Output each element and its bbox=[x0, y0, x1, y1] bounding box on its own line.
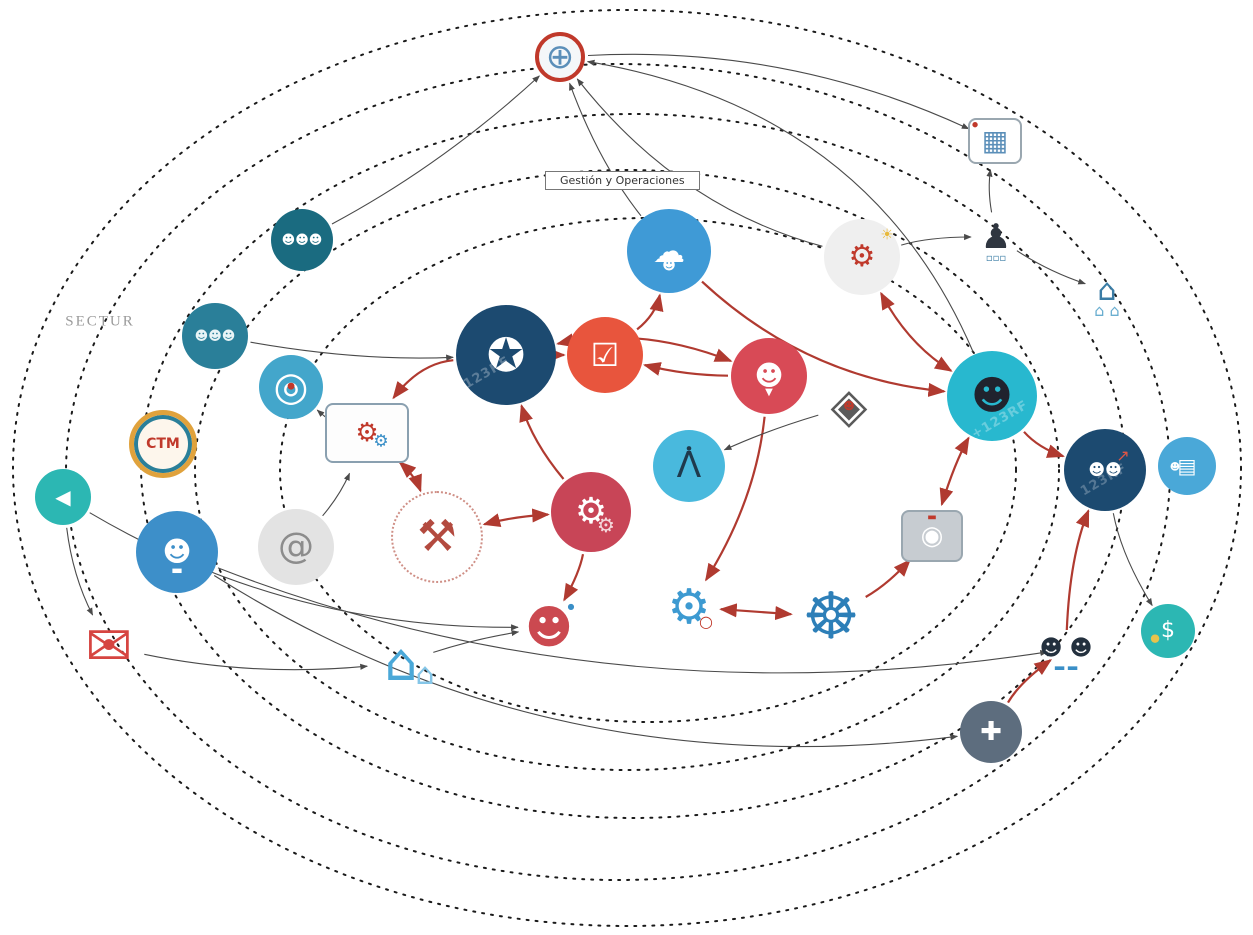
edge-gear-search-icon-to-ship-wheel-icon bbox=[719, 603, 793, 621]
edge-business-person-icon-to-gear-search-icon bbox=[705, 416, 766, 582]
orbit-ellipse-3 bbox=[140, 113, 1126, 819]
edge-ship-wheel-icon-to-memory-card-icon bbox=[865, 559, 911, 598]
edge-quality-badge-icon-to-business-person-icon bbox=[556, 333, 733, 363]
edge-creative-mind-icon-to-org-chart-person-icon bbox=[901, 233, 972, 246]
edge-team-group-left-icon-to-quality-badge-icon bbox=[250, 341, 454, 361]
edge-creative-mind-icon-to-globe-icon bbox=[576, 78, 823, 247]
edge-team-analytics-icon-to-money-coin-icon bbox=[1112, 513, 1153, 607]
edge-org-chart-person-icon-to-building-hierarchy-icon bbox=[1016, 250, 1086, 285]
edge-announcement-megaphone-icon-to-mail-document-icon bbox=[66, 527, 94, 616]
edge-online-worker-icon-to-meeting-interview-icon bbox=[217, 567, 1048, 674]
edge-design-tablet-icon-to-work-tools-icon bbox=[398, 461, 422, 493]
edge-business-person-icon-to-evaluation-checklist-icon bbox=[642, 362, 729, 377]
edge-meeting-interview-icon-to-team-analytics-icon bbox=[1065, 509, 1090, 631]
orbit-ellipse-5 bbox=[279, 217, 1017, 723]
edge-design-tablet-icon-to-target-goal-icon bbox=[316, 409, 327, 418]
diagram-title-label: Gestión y Operaciones bbox=[545, 171, 700, 190]
orbits-group bbox=[12, 9, 1242, 927]
edge-evaluation-checklist-icon-to-cloud-computing-person-icon bbox=[636, 293, 664, 331]
edge-announcement-megaphone-icon-to-analyst-woman-icon bbox=[89, 512, 519, 631]
edge-worker-headband-icon-to-team-analytics-icon bbox=[1023, 431, 1065, 458]
edge-cloud-computing-person-icon-to-worker-headband-icon bbox=[701, 280, 946, 397]
edge-quality-badge-icon-to-design-tablet-icon bbox=[392, 359, 454, 400]
edge-mind-maze-icon-to-design-tablet-icon bbox=[322, 472, 351, 517]
edge-process-gears-icon-to-analyst-woman-icon bbox=[563, 553, 585, 602]
edge-memory-card-icon-to-worker-headband-icon bbox=[939, 436, 970, 507]
edge-mail-document-icon-to-smart-city-circuit-icon bbox=[144, 653, 368, 671]
edge-network-structure-icon-to-drafting-compass-icon bbox=[723, 414, 819, 451]
edge-worker-headband-icon-to-globe-icon bbox=[586, 59, 974, 353]
edge-globe-icon-to-calculator-device-icon bbox=[587, 53, 970, 130]
edge-process-gears-icon-to-quality-badge-icon bbox=[519, 404, 565, 480]
edge-puzzle-piece-icon-to-meeting-interview-icon bbox=[1007, 659, 1053, 704]
edge-online-worker-icon-to-puzzle-piece-icon bbox=[213, 575, 959, 748]
edge-org-chart-person-icon-to-calculator-device-icon bbox=[986, 168, 993, 213]
edge-work-tools-icon-to-process-gears-icon bbox=[482, 508, 550, 527]
orbit-ellipse-1 bbox=[12, 9, 1242, 927]
edge-cloud-computing-person-icon-to-globe-icon bbox=[569, 82, 642, 217]
edge-creative-mind-icon-to-worker-headband-icon bbox=[880, 291, 953, 372]
edges-group bbox=[66, 53, 1153, 748]
orbit-ellipse-4 bbox=[194, 169, 1060, 771]
edge-smart-city-circuit-icon-to-analyst-woman-icon bbox=[433, 629, 520, 653]
edge-team-group-top-icon-to-globe-icon bbox=[331, 75, 540, 225]
